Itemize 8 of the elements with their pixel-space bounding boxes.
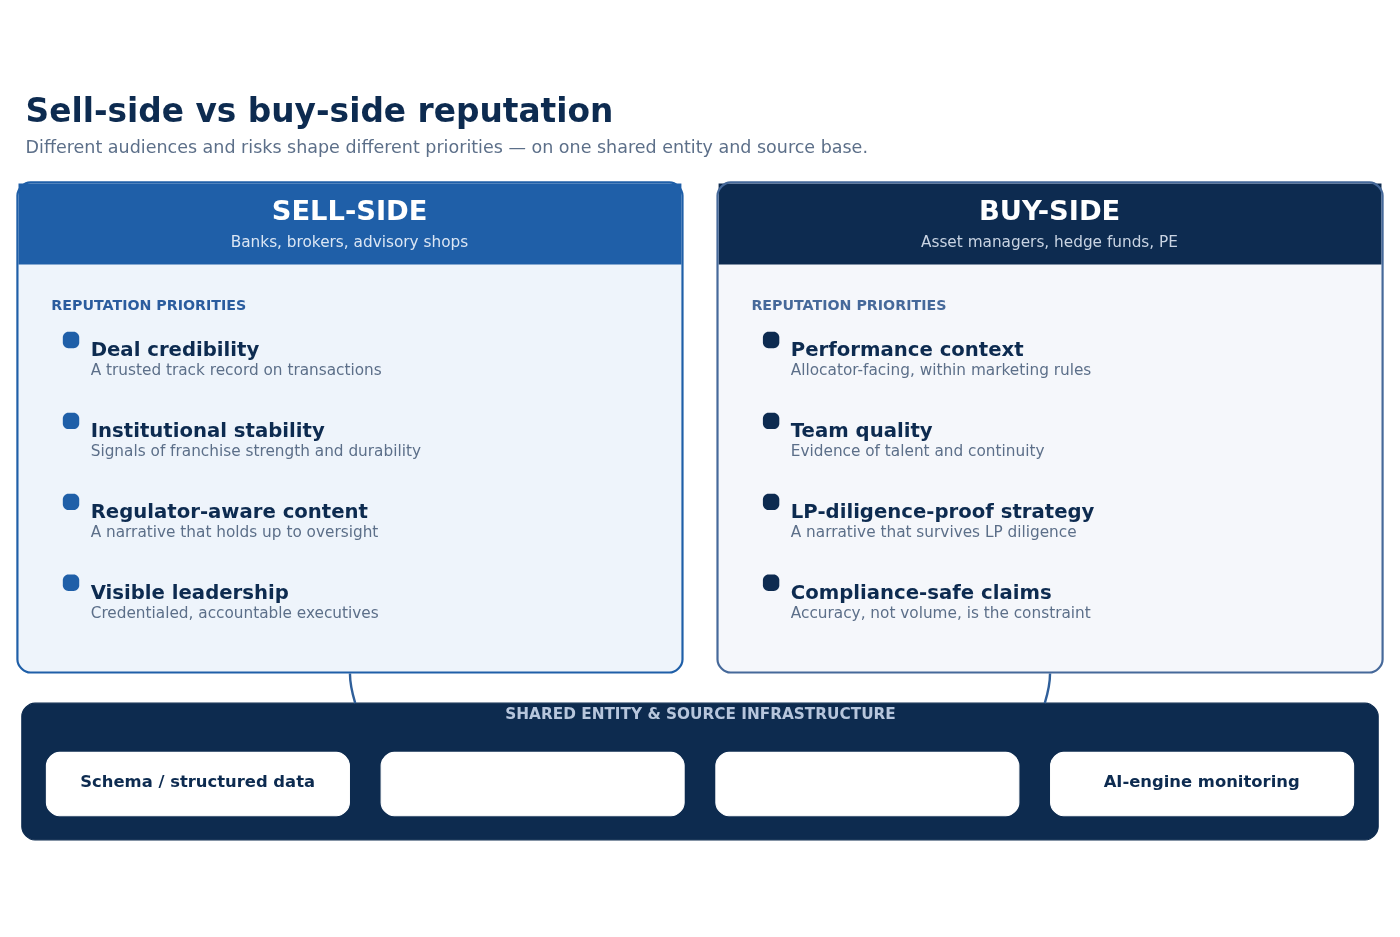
node-box: AI-engine monitoring (1050, 751, 1355, 817)
connector (348, 673, 357, 704)
caption: Different audiences and risks shape different priorities — on one shared entity and source base. (25, 137, 868, 158)
node-box (380, 751, 685, 817)
diagram-title: Sell-side vs buy-side reputation (25, 91, 614, 130)
connector (1043, 673, 1052, 704)
node-box (715, 751, 1020, 817)
node-box: Schema / structured data (45, 751, 350, 817)
